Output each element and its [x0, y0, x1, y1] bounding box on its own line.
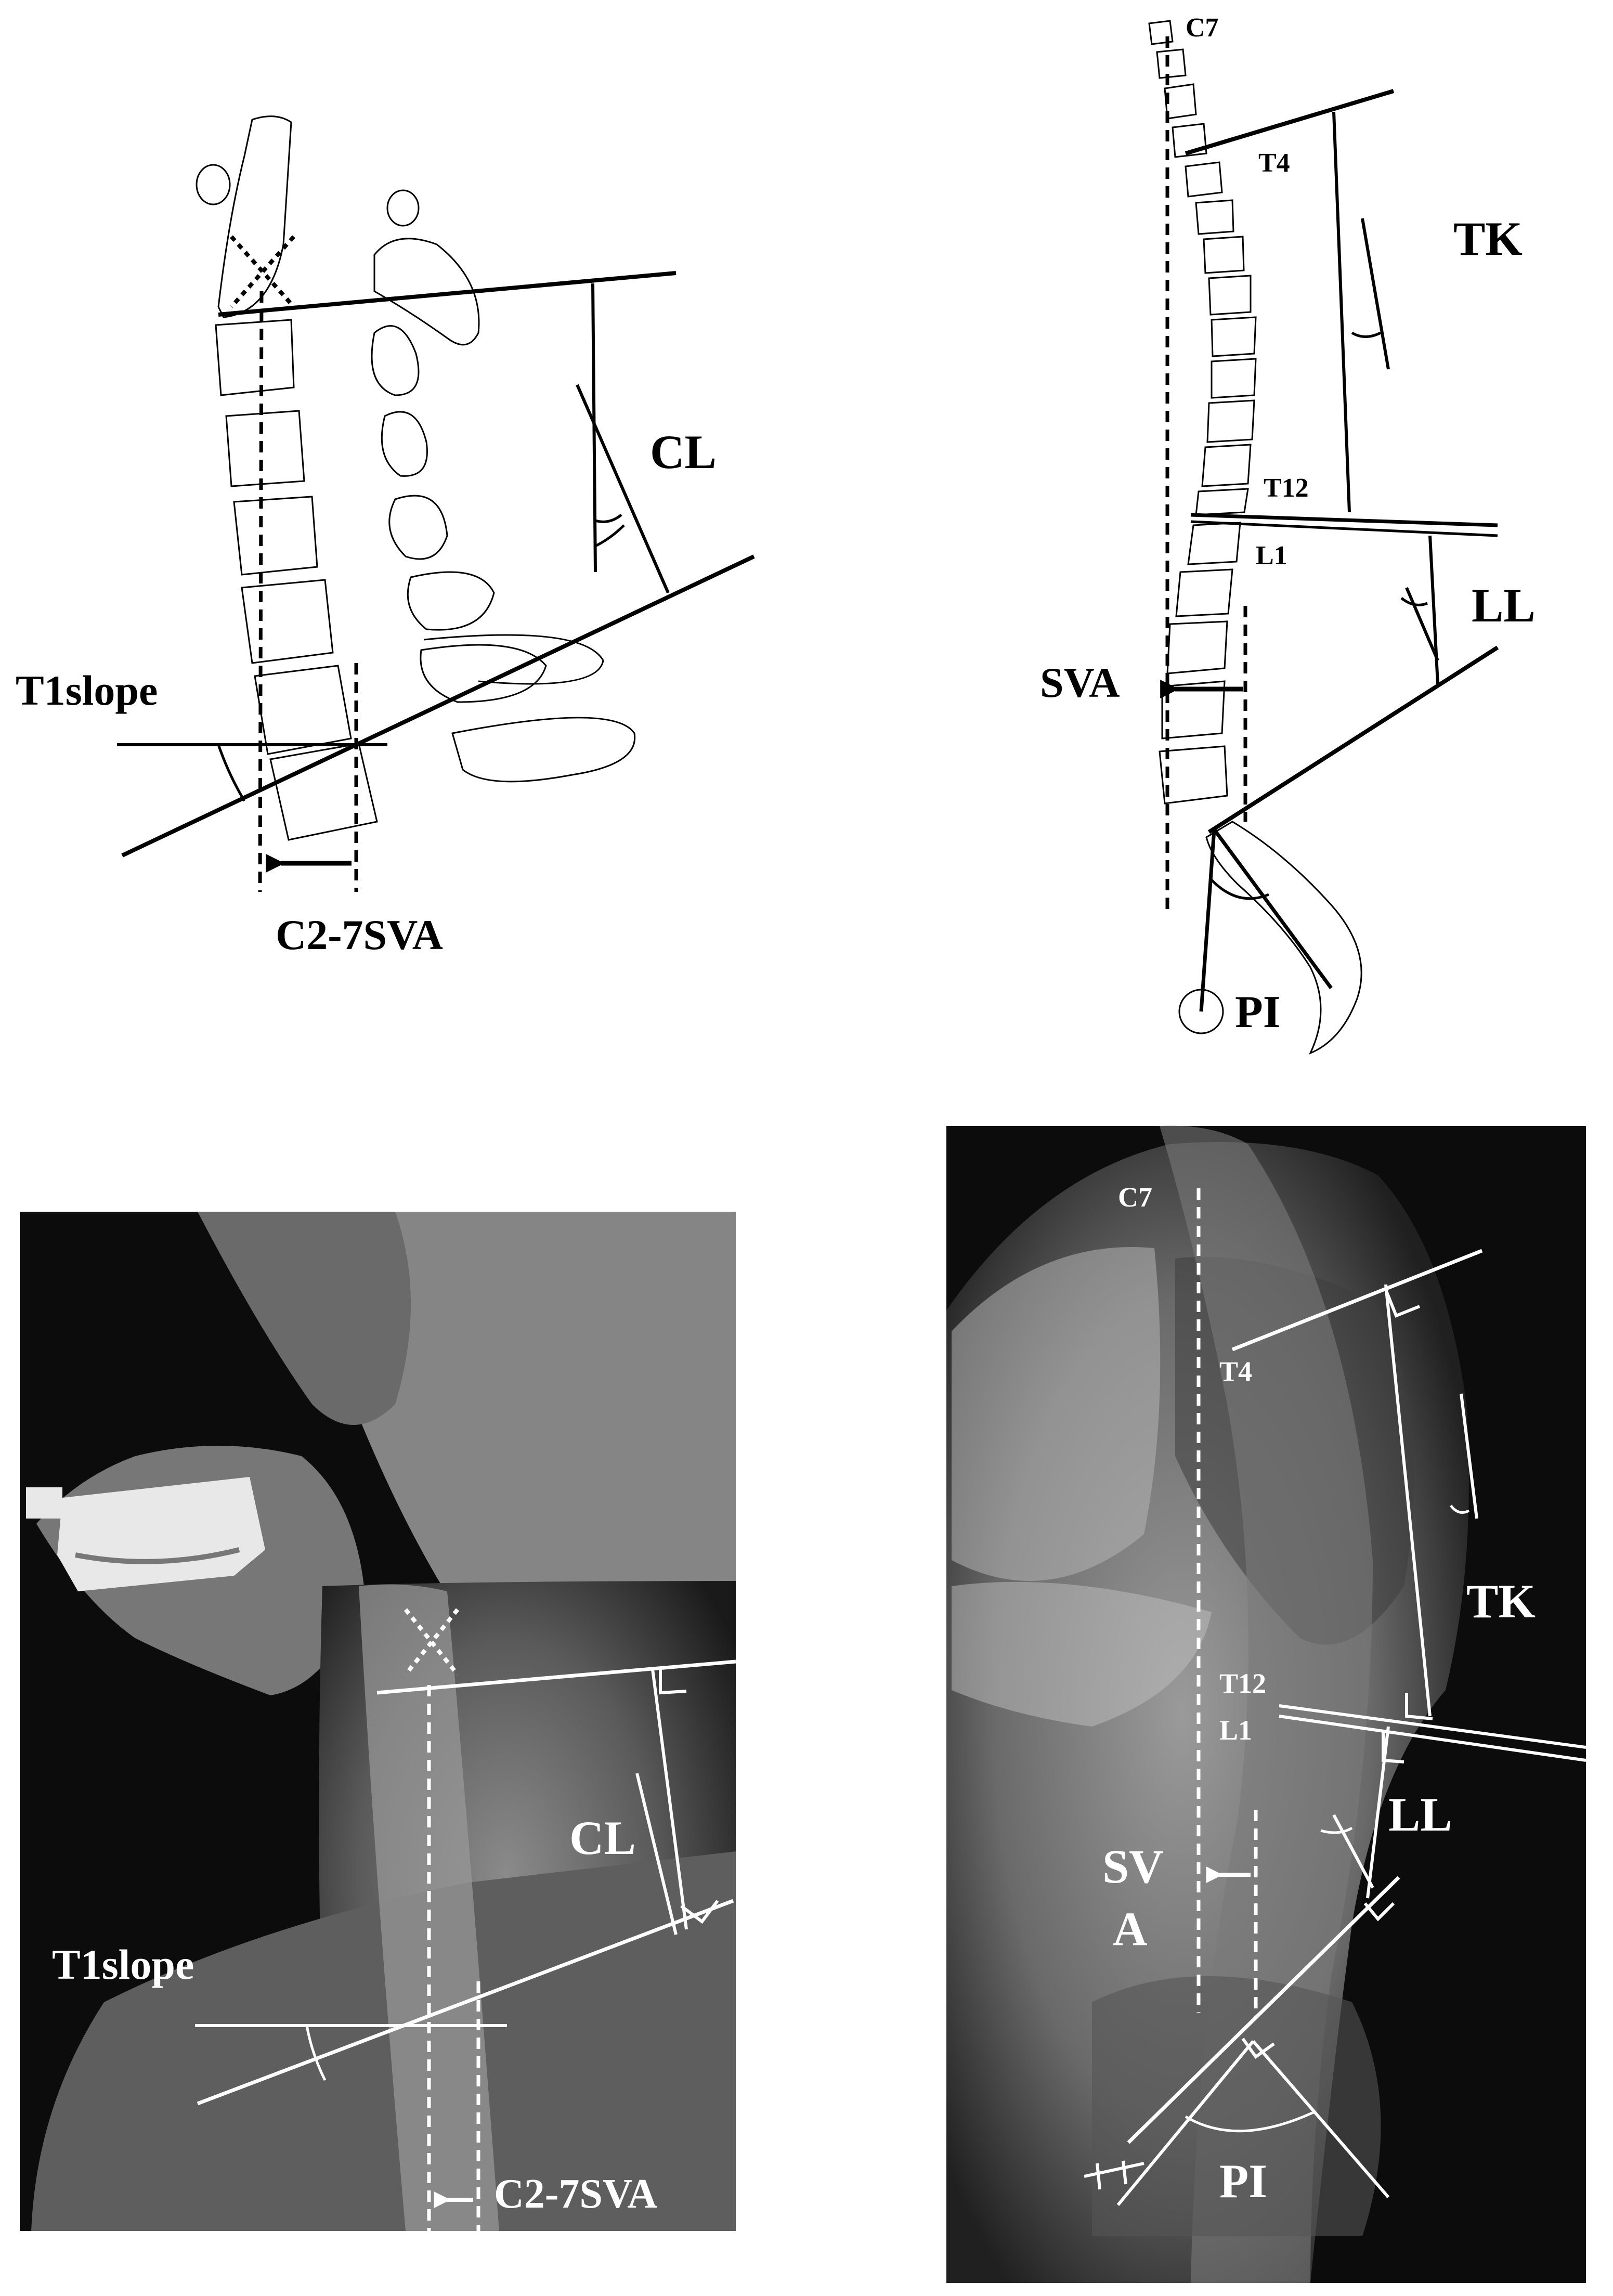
label-t4-xray: T4 — [1219, 1356, 1252, 1387]
label-ll-top: LL — [1472, 579, 1536, 632]
s1-endplate-line-xray — [1127, 1876, 1400, 2144]
right-angle-pi — [1241, 2038, 1275, 2059]
label-tk-top: TK — [1453, 212, 1523, 265]
spine-radiograph — [946, 1125, 1586, 2283]
ll-perp-lower-xray — [1332, 1814, 1374, 1889]
t4-endplate-line-xray — [1231, 1249, 1483, 1352]
femoral-head-marks — [1084, 2160, 1144, 2190]
right-angle-t12 — [1405, 1693, 1433, 1720]
label-ll-xray: LL — [1388, 1788, 1452, 1841]
cervical-radiograph — [20, 1212, 736, 2231]
pi-angle-arc — [1209, 878, 1269, 900]
label-t1slope-xray: T1slope — [52, 1941, 194, 1988]
label-sva-xray-line1: SV — [1102, 1840, 1164, 1893]
label-t1slope-top: T1slope — [16, 667, 158, 714]
cervical-radiograph-overlay — [195, 1608, 736, 2231]
right-angle-c2 — [659, 1667, 687, 1695]
c2-endplate-line-xray — [376, 1659, 736, 1695]
pi-line-perp — [1213, 828, 1333, 990]
label-sva-xray-line2: A — [1113, 1902, 1147, 1955]
sacrum-outline — [1205, 821, 1362, 1055]
label-tk-xray: TK — [1466, 1575, 1536, 1628]
cl-perp-upper — [591, 283, 597, 573]
label-l1-xray: L1 — [1219, 1715, 1252, 1746]
cl-angle-arc — [593, 514, 622, 523]
tk-perp-upper — [1332, 111, 1351, 513]
s1-endplate-line — [1207, 645, 1499, 834]
right-angle-s1 — [1363, 1902, 1395, 1922]
label-t12-top: T12 — [1264, 473, 1309, 503]
tk-angle-arc — [1351, 331, 1382, 338]
posterior-arch-circle — [386, 189, 420, 227]
label-c7-top: C7 — [1186, 13, 1219, 43]
t4-endplate-line — [1185, 89, 1395, 155]
c2-endplate-line — [218, 271, 677, 317]
cl-perp-upper-xray — [651, 1669, 688, 1930]
t1slope-angle-arc-xray — [305, 2025, 327, 2081]
label-c27sva-xray: C2-7SVA — [494, 2171, 657, 2217]
articular-pillars — [371, 325, 636, 783]
ll-perp-upper-xray — [1366, 1726, 1390, 1899]
tk-angle-arc-xray — [1450, 1504, 1470, 1514]
occiput-circle — [196, 164, 231, 205]
label-pi-top: PI — [1235, 987, 1281, 1037]
t1slope-angle-arc — [217, 744, 246, 802]
cl-perp-lower-xray — [635, 1773, 678, 1935]
ll-perp-lower — [1405, 587, 1439, 661]
pi-line-femoral — [1199, 829, 1216, 1012]
label-pi-xray: PI — [1219, 2155, 1267, 2208]
pi-angle-arc-xray — [1185, 2110, 1317, 2133]
ll-angle-arc — [1400, 597, 1428, 606]
c7-endplate-line — [121, 554, 755, 858]
label-t4-top: T4 — [1258, 148, 1290, 178]
label-c7-xray: C7 — [1118, 1182, 1152, 1213]
c2-spinous — [373, 238, 480, 346]
tk-perp-upper-xray — [1384, 1284, 1432, 1717]
c2-plumb-line — [258, 291, 264, 892]
label-l1-top: L1 — [1256, 541, 1287, 570]
cl-perp-lower — [576, 384, 670, 594]
dens-outline — [217, 115, 292, 318]
tk-perp-lower — [1361, 218, 1390, 370]
tk-perp-lower-xray — [1460, 1393, 1478, 1519]
label-cl-xray: CL — [569, 1811, 636, 1864]
vertebral-bodies — [215, 319, 378, 841]
cl-angle-arc2 — [594, 524, 625, 548]
ll-angle-arc-xray — [1320, 1826, 1353, 1834]
right-angle-t4 — [1384, 1289, 1421, 1318]
spine-schematic — [1148, 20, 1499, 1055]
thoracic-bodies — [1148, 20, 1257, 805]
pi-line-femoral-xray — [1116, 2040, 1255, 2206]
c7-endplate-line-xray — [197, 1899, 734, 2106]
l1-endplate-line — [1190, 520, 1498, 537]
c2-x-mark-xray — [404, 1608, 460, 1676]
cervical-schematic — [117, 115, 755, 892]
label-c27sva-top: C2-7SVA — [276, 911, 443, 958]
t12-endplate-line — [1190, 513, 1498, 527]
t12-endplate-line-xray — [1279, 1704, 1586, 1749]
ll-perp-upper — [1428, 535, 1439, 684]
label-t12-xray: T12 — [1219, 1668, 1266, 1699]
pi-line-perp-xray — [1252, 2040, 1390, 2198]
l1-endplate-line-xray — [1279, 1715, 1586, 1762]
spine-radiograph-overlay — [1084, 1188, 1586, 2206]
label-cl-top: CL — [650, 425, 717, 478]
label-sva-top: SVA — [1040, 659, 1120, 706]
